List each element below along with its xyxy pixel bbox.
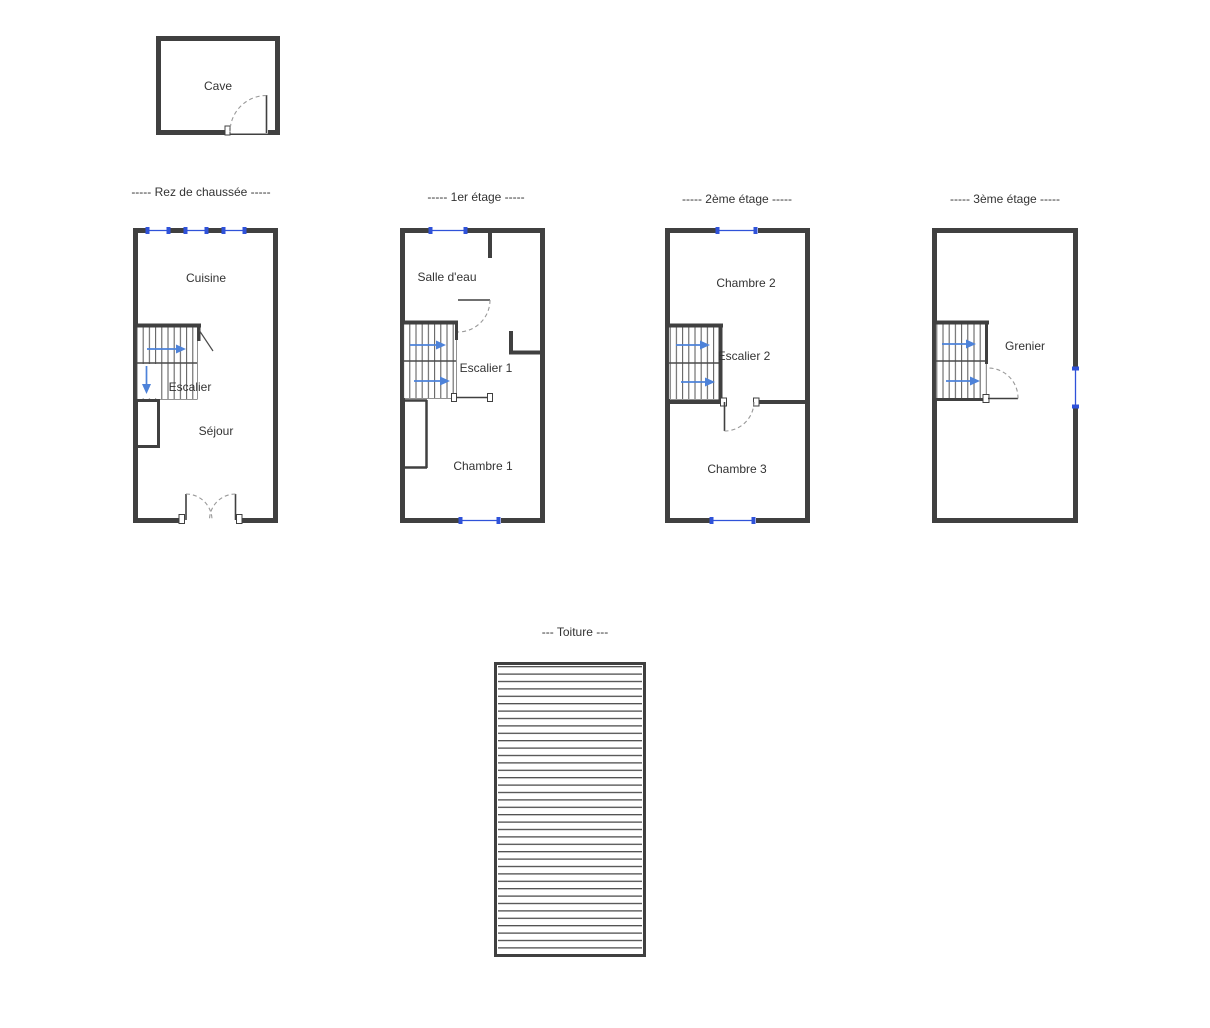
room-label-chambre3: Chambre 3: [707, 462, 767, 476]
roof-outline: [494, 662, 646, 957]
room-label-grenier: Grenier: [1005, 339, 1045, 353]
floor-plan-rez-de-chaussee: Cuisine Escalier Séjour: [133, 227, 278, 524]
room-label-escalier: Escalier: [169, 380, 212, 394]
stairs: [934, 320, 989, 401]
window-symbol: [183, 227, 209, 234]
room-label-sejour: Séjour: [199, 424, 234, 438]
partition-wall: [509, 331, 545, 355]
stairs: [667, 323, 723, 403]
door-arc: [724, 401, 755, 432]
cave-plan: Cave: [156, 36, 280, 136]
cave-walls: [156, 36, 280, 135]
window-symbol: [458, 517, 501, 524]
stairs: [402, 320, 458, 399]
attic-door: [982, 367, 1019, 403]
room-door: [720, 397, 760, 432]
window-symbol: [709, 517, 756, 524]
roof-plan: [494, 662, 646, 957]
door-arc: [229, 94, 267, 133]
bathroom-door: [457, 299, 491, 333]
room-label-salle-eau: Salle d'eau: [417, 270, 476, 284]
floor-plan-etage1: Salle d'eau Escalier 1 Chambre 1: [400, 227, 545, 524]
door-arc: [208, 493, 236, 521]
door-arc: [457, 299, 491, 333]
stair-direction-arrow: [681, 377, 715, 387]
cave-label: Cave: [204, 79, 232, 93]
stair-direction-arrow: [946, 376, 980, 386]
room-label-chambre1: Chambre 1: [453, 459, 513, 473]
cave-door: [224, 94, 268, 136]
stair-direction-arrow: [142, 366, 151, 394]
floor-plan-etage3: Grenier: [932, 228, 1079, 523]
stair-door: [451, 393, 493, 402]
room-label-escalier2: Escalier 2: [718, 349, 771, 363]
window-symbol: [715, 227, 758, 234]
stair-direction-arrow: [676, 340, 710, 350]
floor-title-toiture: --- Toiture ---: [542, 625, 608, 639]
floor-title-etage1: ----- 1er étage -----: [427, 190, 524, 204]
room-label-escalier1: Escalier 1: [460, 361, 513, 375]
room-label-chambre2: Chambre 2: [716, 276, 776, 290]
closet-under-stairs: [135, 399, 160, 448]
closet: [404, 399, 428, 469]
stair-direction-arrow: [414, 376, 450, 386]
window-symbol: [428, 227, 468, 234]
stair-direction-arrow: [410, 340, 446, 350]
roof-hatching: [498, 666, 642, 953]
floor-plan-etage2: Chambre 2 Escalier 2 Chambre 3: [665, 227, 810, 524]
window-symbol: [145, 227, 171, 234]
door-arc: [185, 493, 213, 521]
window-symbol: [221, 227, 247, 234]
floor-title-etage3: ----- 3ème étage -----: [950, 192, 1060, 206]
door-arc: [987, 367, 1019, 399]
floor-title-etage2: ----- 2ème étage -----: [682, 192, 792, 206]
room-label-cuisine: Cuisine: [186, 271, 226, 285]
window-symbol: [1072, 366, 1079, 409]
stair-direction-arrow: [147, 344, 186, 354]
double-door: [178, 493, 243, 524]
floor-title-rdc: ----- Rez de chaussée -----: [131, 185, 270, 199]
stair-direction-arrow: [942, 339, 976, 349]
stairs: [135, 323, 214, 400]
